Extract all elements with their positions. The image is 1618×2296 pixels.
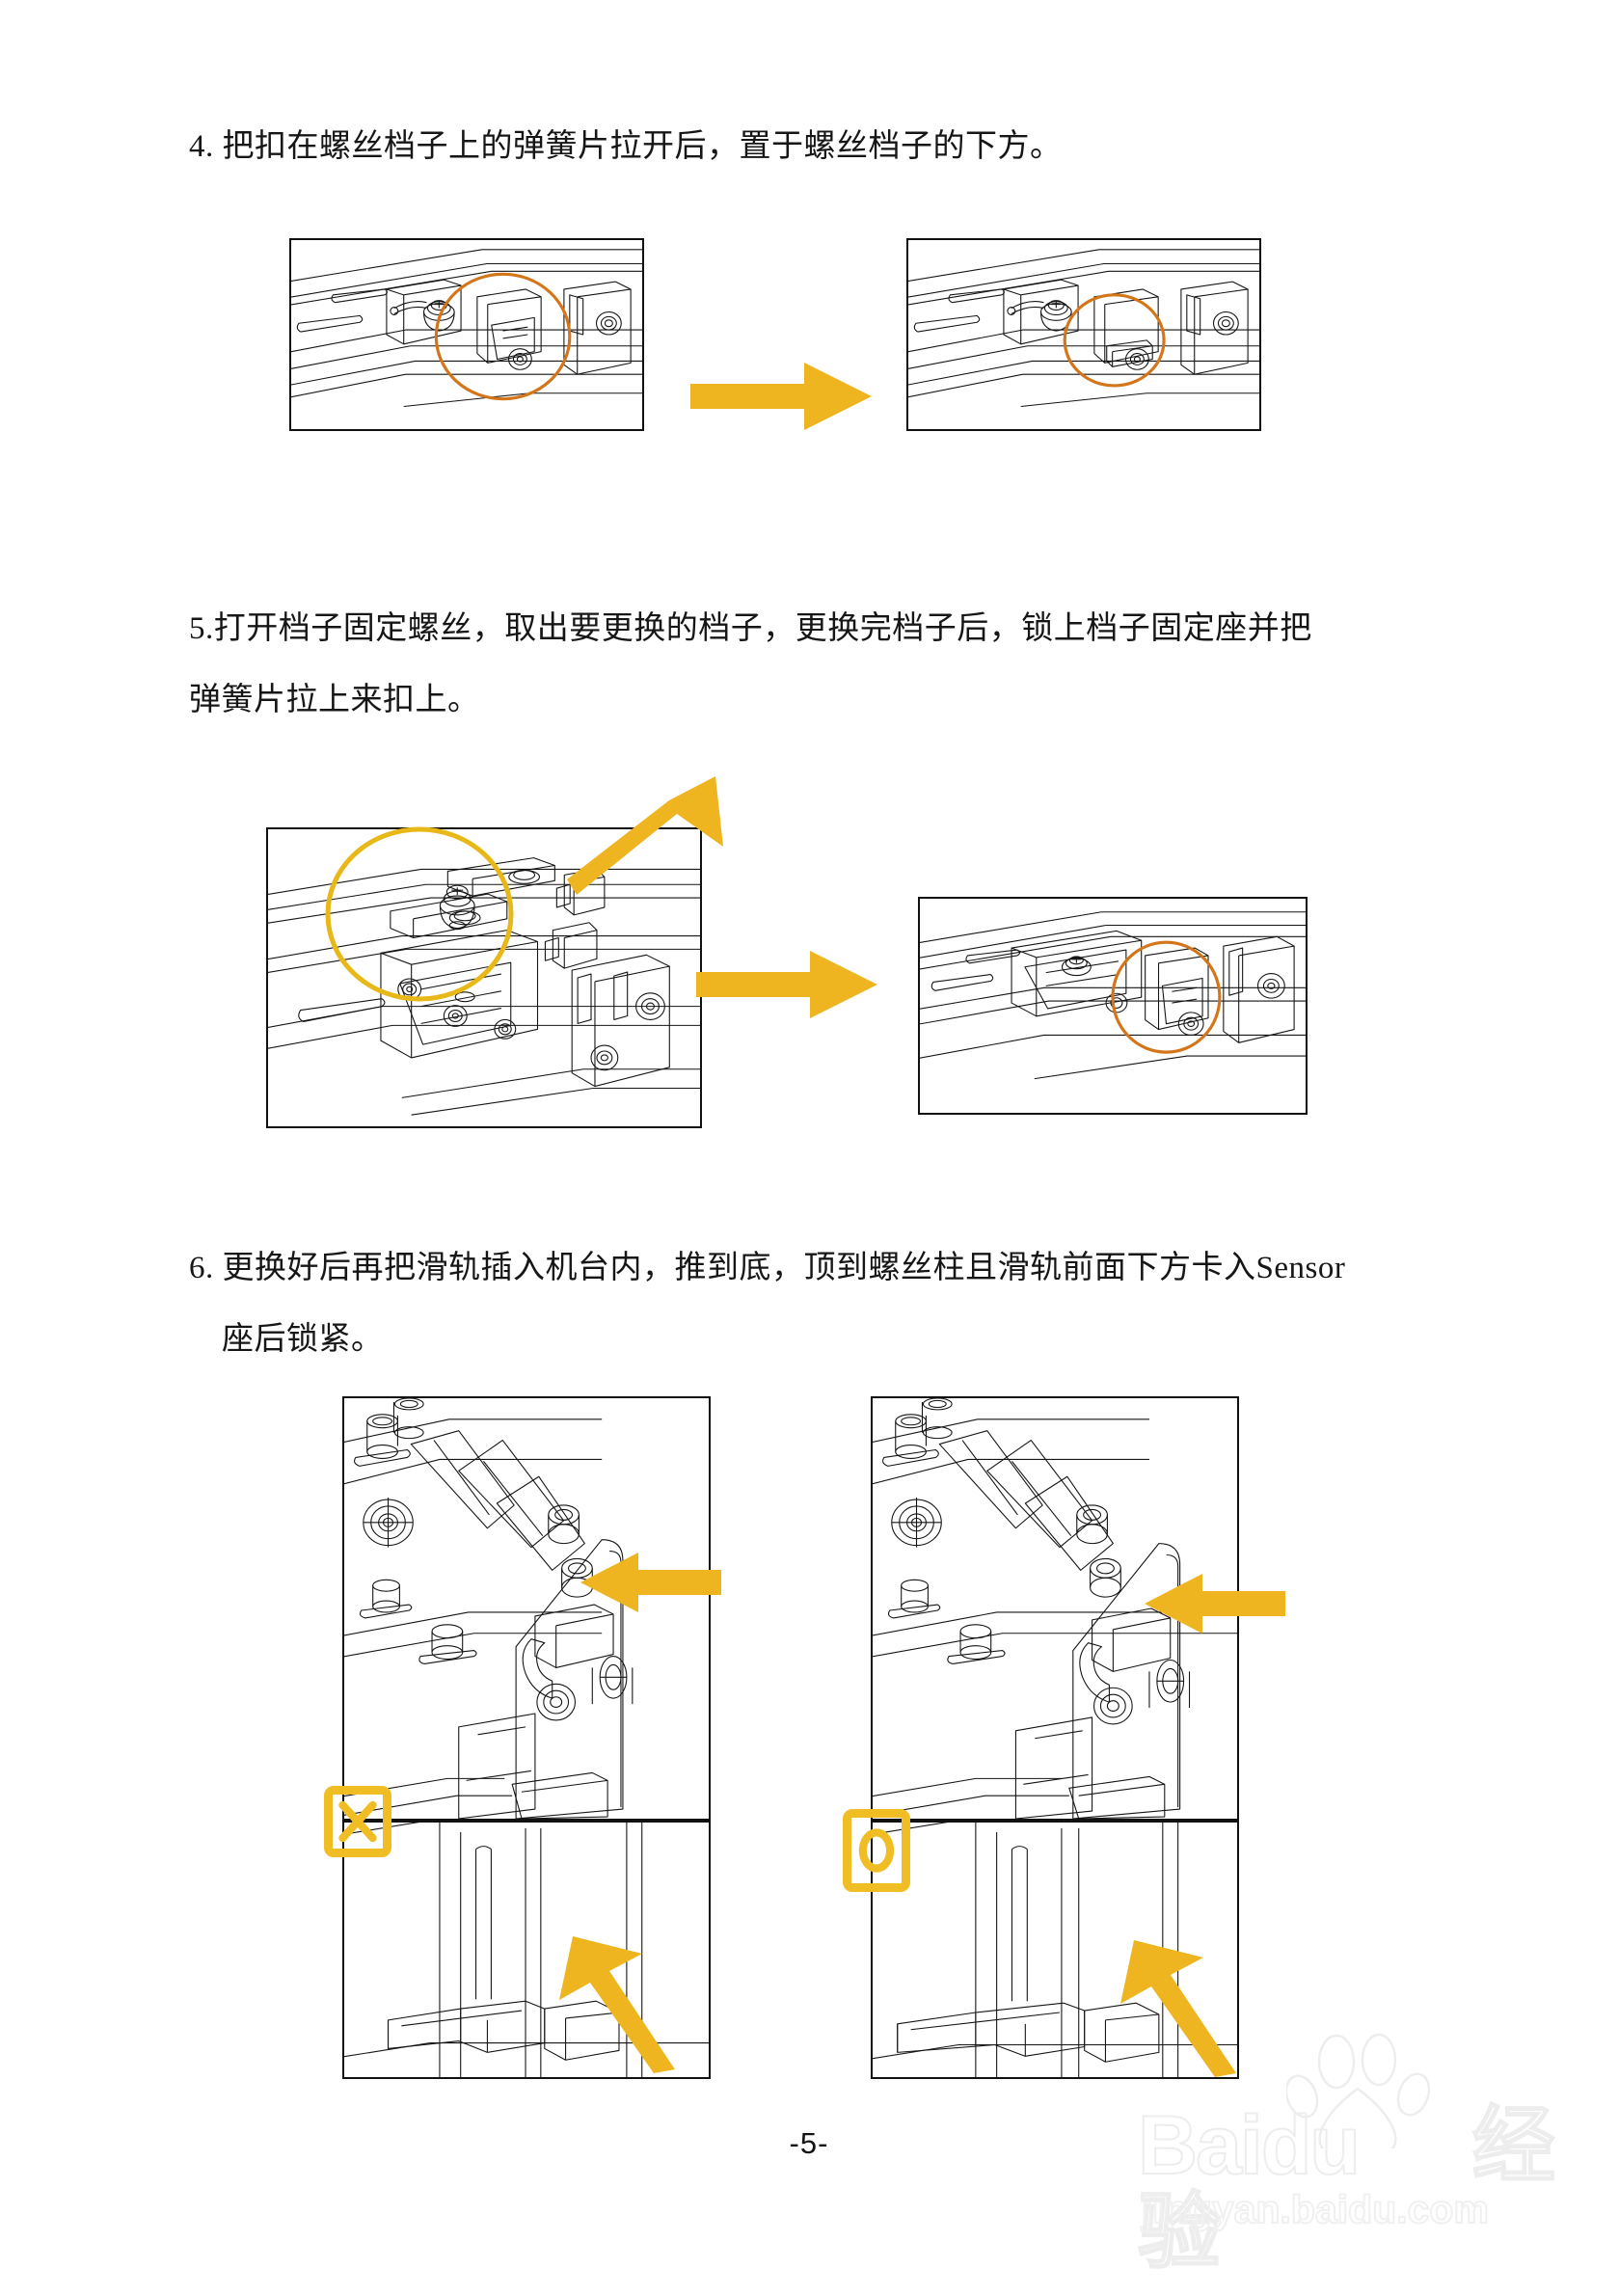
orange-highlight-circle xyxy=(434,272,572,401)
step-4-line-1: 4. 把扣在螺丝档子上的弹簧片拉开后，置于螺丝档子的下方。 xyxy=(189,129,1063,164)
figure-step4-before-drawing xyxy=(291,249,642,408)
step-5-line-2: 弹簧片拉上来扣上。 xyxy=(189,683,480,717)
cross-marker-step6-left xyxy=(324,1786,391,1857)
transition-arrow-step5 xyxy=(696,947,879,1022)
figure-step4-after xyxy=(906,238,1261,431)
lock-arrow-step6-left xyxy=(550,1929,685,2073)
orange-highlight-circle xyxy=(1063,293,1166,388)
figure-step6-left-upper-drawing xyxy=(344,1398,634,1819)
step-6-text: 6. 更换好后再把滑轨插入机台内，推到底，顶到螺丝柱且滑轨前面下方卡入Senso… xyxy=(189,1232,1345,1375)
circle-icon xyxy=(858,1828,895,1873)
figure-step6-left-upper xyxy=(342,1396,711,1821)
figure-step5-after-drawing xyxy=(920,911,1306,1080)
figure-step5-before-drawing xyxy=(268,857,700,1116)
cross-icon xyxy=(338,1800,377,1843)
figure-step5-before xyxy=(266,827,702,1128)
figure-step4-before xyxy=(289,238,644,431)
circle-marker-step6-right xyxy=(843,1809,910,1892)
figure-step5-after xyxy=(918,897,1308,1115)
insert-arrow-step6-right xyxy=(1143,1572,1285,1635)
figure-step6-right-lower-drawing xyxy=(873,1823,1237,2077)
step-5-line-1: 5.打开档子固定螺丝，取出要更换的档子，更换完档子后，锁上档子固定座并把 xyxy=(189,611,1312,646)
orange-highlight-circle xyxy=(1111,940,1222,1054)
step-6-line-1: 6. 更换好后再把滑轨插入机台内，推到底，顶到螺丝柱且滑轨前面下方卡入Senso… xyxy=(189,1251,1346,1285)
step-5-text: 5.打开档子固定螺丝，取出要更换的档子，更换完档子后，锁上档子固定座并把 弹簧片… xyxy=(189,593,1312,736)
watermark-url: jingyan.baidu.com xyxy=(1141,2186,1490,2232)
figure-step5-before-wrap xyxy=(241,771,723,1157)
page-number: -5- xyxy=(789,2126,829,2160)
insert-arrow-step6-left xyxy=(579,1551,721,1614)
lock-arrow-step6-right xyxy=(1111,1932,1246,2077)
step-6-line-2: 座后锁紧。 xyxy=(222,1322,384,1357)
figure-step4-after-drawing xyxy=(908,249,1259,408)
step-4-text: 4. 把扣在螺丝档子上的弹簧片拉开后，置于螺丝档子的下方。 xyxy=(189,111,1063,182)
transition-arrow-step4 xyxy=(690,359,874,434)
figure-step6-right-lower xyxy=(871,1821,1239,2079)
figure-step6-right-upper-drawing xyxy=(873,1398,1237,1819)
